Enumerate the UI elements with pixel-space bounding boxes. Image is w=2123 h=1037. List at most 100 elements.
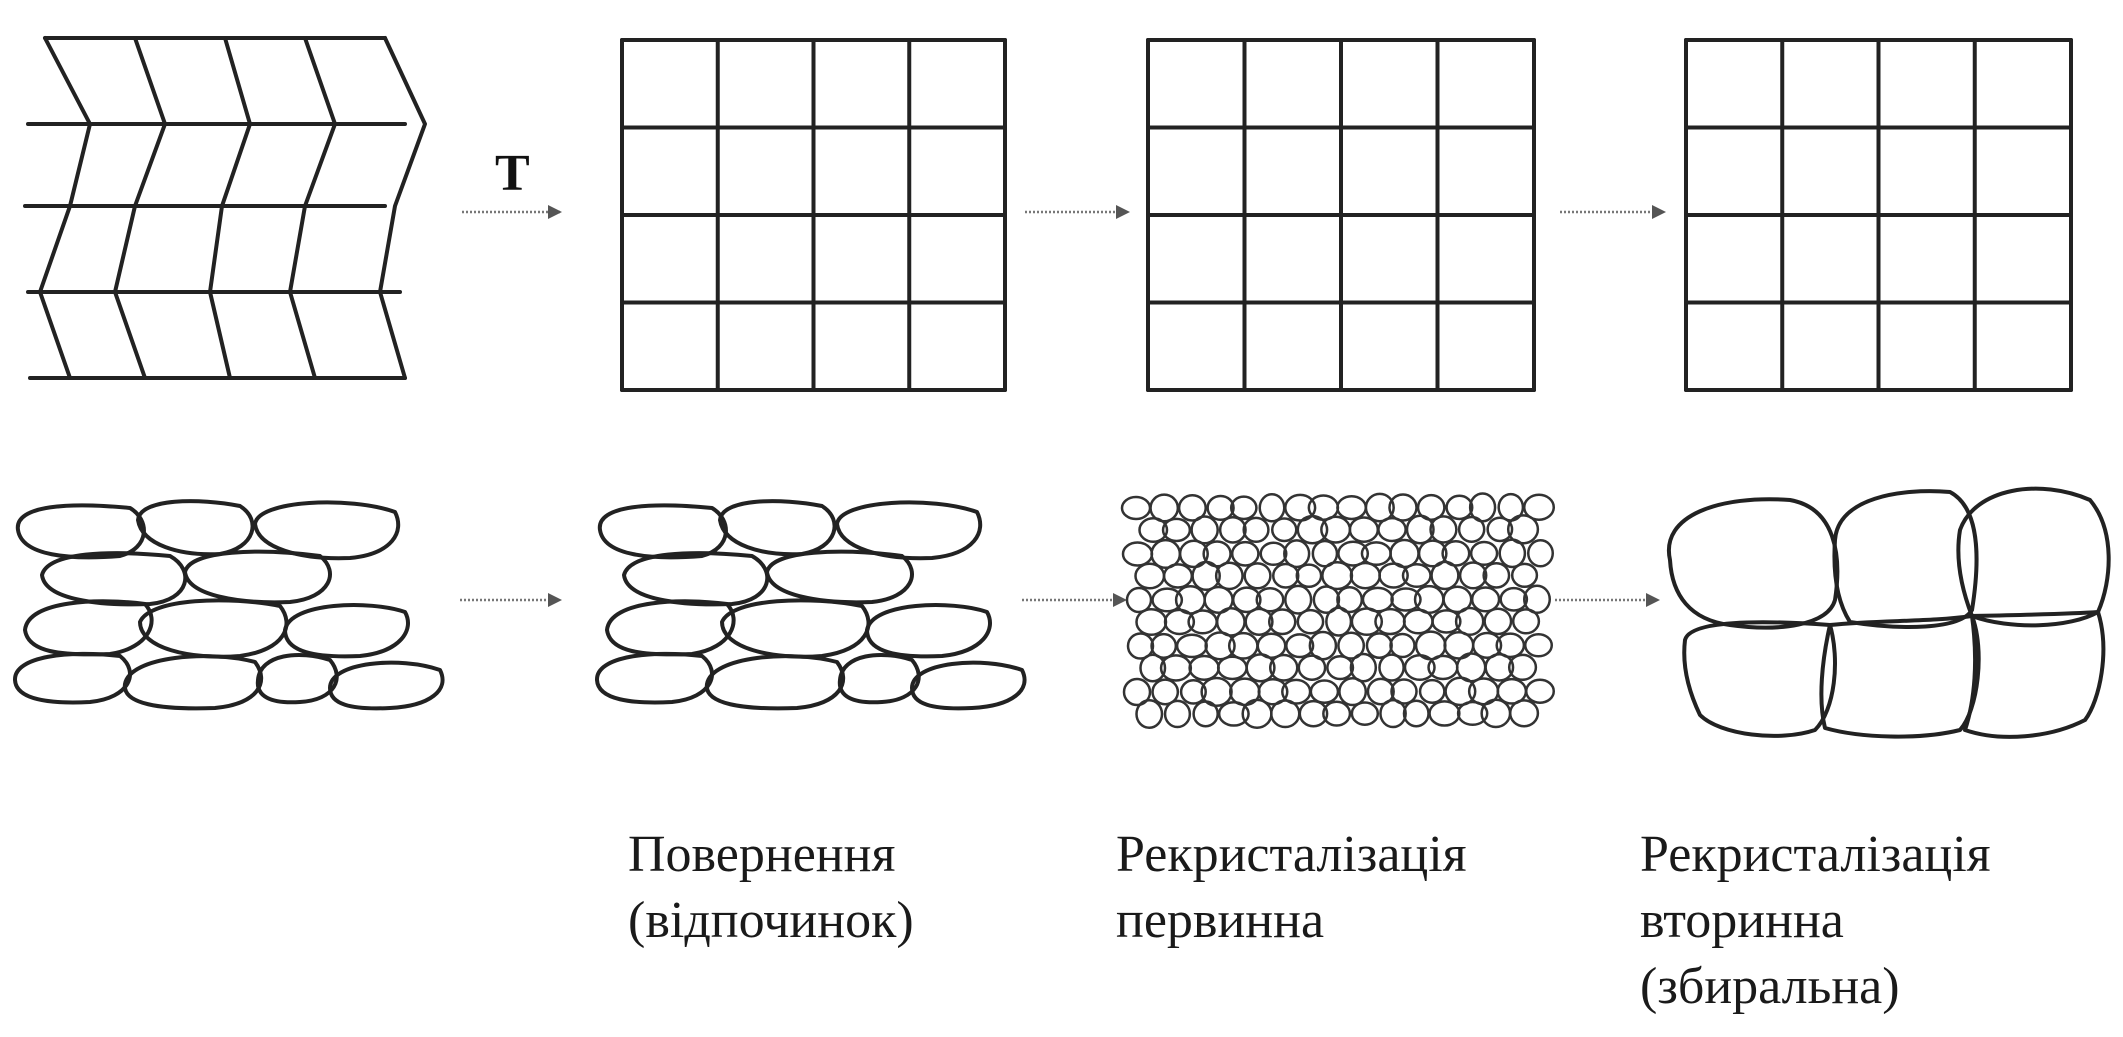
fine-grain xyxy=(1151,678,1180,706)
fine-grain xyxy=(1298,699,1329,728)
fine-grain xyxy=(1297,654,1327,682)
fine-grain xyxy=(1138,517,1169,543)
fine-grain xyxy=(1179,679,1207,705)
fine-grain xyxy=(1216,655,1248,681)
fine-grain xyxy=(1218,515,1247,544)
fine-grain xyxy=(1374,607,1406,636)
fine-grain xyxy=(1458,561,1488,590)
fine-grain xyxy=(1338,676,1368,707)
fine-grain xyxy=(1379,698,1407,729)
fine-grain xyxy=(1495,632,1526,659)
fine-grain xyxy=(1163,699,1192,729)
fine-grain xyxy=(1457,515,1486,544)
fine-grain xyxy=(1417,539,1448,568)
fine-grain xyxy=(1135,699,1164,729)
fine-grain xyxy=(1377,516,1407,543)
fine-grain xyxy=(1405,514,1435,545)
fine-grain xyxy=(1350,701,1380,726)
fine-grain xyxy=(1511,608,1541,635)
fine-grain xyxy=(1431,609,1462,634)
fine-grain xyxy=(1527,539,1554,568)
fine-grain xyxy=(1510,562,1539,588)
fine-grain xyxy=(1378,653,1405,682)
fine-grain xyxy=(1269,653,1299,682)
fine-grain xyxy=(1162,563,1194,589)
fine-grain xyxy=(1388,493,1418,522)
fine-grain xyxy=(1389,632,1416,659)
fine-grain xyxy=(1524,633,1553,658)
fine-grain xyxy=(1378,562,1409,589)
fine-grain xyxy=(1242,516,1270,543)
fine-grain xyxy=(1337,631,1366,660)
fine-grain xyxy=(1139,653,1167,683)
fine-grain xyxy=(1484,652,1515,682)
fine-grain xyxy=(1270,699,1301,729)
fine-grain xyxy=(1322,700,1352,727)
fine-grain xyxy=(1190,515,1219,545)
fine-grain xyxy=(1523,584,1551,614)
fine-grain xyxy=(1134,562,1166,590)
label-primary-recrystallization: Рекристалізація первинна xyxy=(1116,826,1467,949)
fine-grain xyxy=(1295,563,1323,589)
fine-grain xyxy=(1192,700,1219,728)
fine-grain xyxy=(1499,586,1529,612)
fine-grain xyxy=(1349,561,1382,590)
deformed-grains xyxy=(12,499,445,711)
label-secondary-recrystallization: Рекристалізація вторинна (збиральна) xyxy=(1640,826,1991,1015)
fine-grain xyxy=(1428,700,1461,727)
fine-grain xyxy=(1525,678,1555,704)
fine-grain xyxy=(1121,541,1154,567)
fine-grain xyxy=(1229,495,1258,521)
fine-grain xyxy=(1177,494,1207,522)
recovery-lattice xyxy=(620,38,1007,392)
fine-grain xyxy=(1175,633,1208,659)
fine-grain xyxy=(1191,560,1221,592)
fine-grain xyxy=(1360,541,1392,566)
fine-grain xyxy=(1366,677,1395,706)
fine-grain xyxy=(1471,631,1503,659)
fine-grain xyxy=(1230,540,1260,567)
fine-grain xyxy=(1418,678,1446,705)
fine-grain xyxy=(1364,492,1395,523)
fine-grain xyxy=(1470,586,1501,613)
fine-grain xyxy=(1284,584,1313,615)
fine-grain xyxy=(1309,679,1340,705)
recovery-grains xyxy=(594,499,1027,711)
fine-grain xyxy=(1445,494,1474,521)
fine-grain xyxy=(1259,541,1288,566)
fine-grain xyxy=(1390,678,1418,705)
fine-grain xyxy=(1523,493,1555,521)
fine-grain xyxy=(1126,632,1155,660)
fine-grain xyxy=(1430,560,1460,591)
fine-grain xyxy=(1257,678,1289,706)
fine-grain xyxy=(1441,540,1471,567)
fine-grain xyxy=(1243,562,1272,590)
fine-grain xyxy=(1326,655,1355,681)
fine-grain xyxy=(1469,540,1499,566)
fine-grain xyxy=(1283,539,1311,569)
fine-grain xyxy=(1120,495,1152,521)
fine-grain xyxy=(1244,607,1274,636)
fine-grain xyxy=(1480,698,1512,729)
fine-grain xyxy=(1320,515,1352,544)
fine-grain xyxy=(1456,700,1489,727)
fine-grain xyxy=(1337,540,1370,567)
fine-grain xyxy=(1312,585,1341,615)
fine-grain xyxy=(1508,699,1540,728)
fine-grain xyxy=(1122,677,1152,707)
fine-grain xyxy=(1507,653,1538,681)
primary-lattice xyxy=(1146,38,1536,392)
fine-grain xyxy=(1350,607,1384,636)
secondary-lattice xyxy=(1684,38,2073,392)
fine-grain xyxy=(1125,586,1153,614)
label-recovery: Повернення (відпочинок) xyxy=(628,826,914,949)
fine-grain xyxy=(1486,516,1514,543)
fine-grain xyxy=(1427,654,1459,681)
fine-grain xyxy=(1506,514,1540,545)
fine-grain xyxy=(1429,515,1458,544)
fine-grain xyxy=(1271,517,1298,543)
fine-grain xyxy=(1336,494,1368,521)
fine-grain xyxy=(1296,514,1329,545)
fine-grain xyxy=(1444,676,1477,707)
